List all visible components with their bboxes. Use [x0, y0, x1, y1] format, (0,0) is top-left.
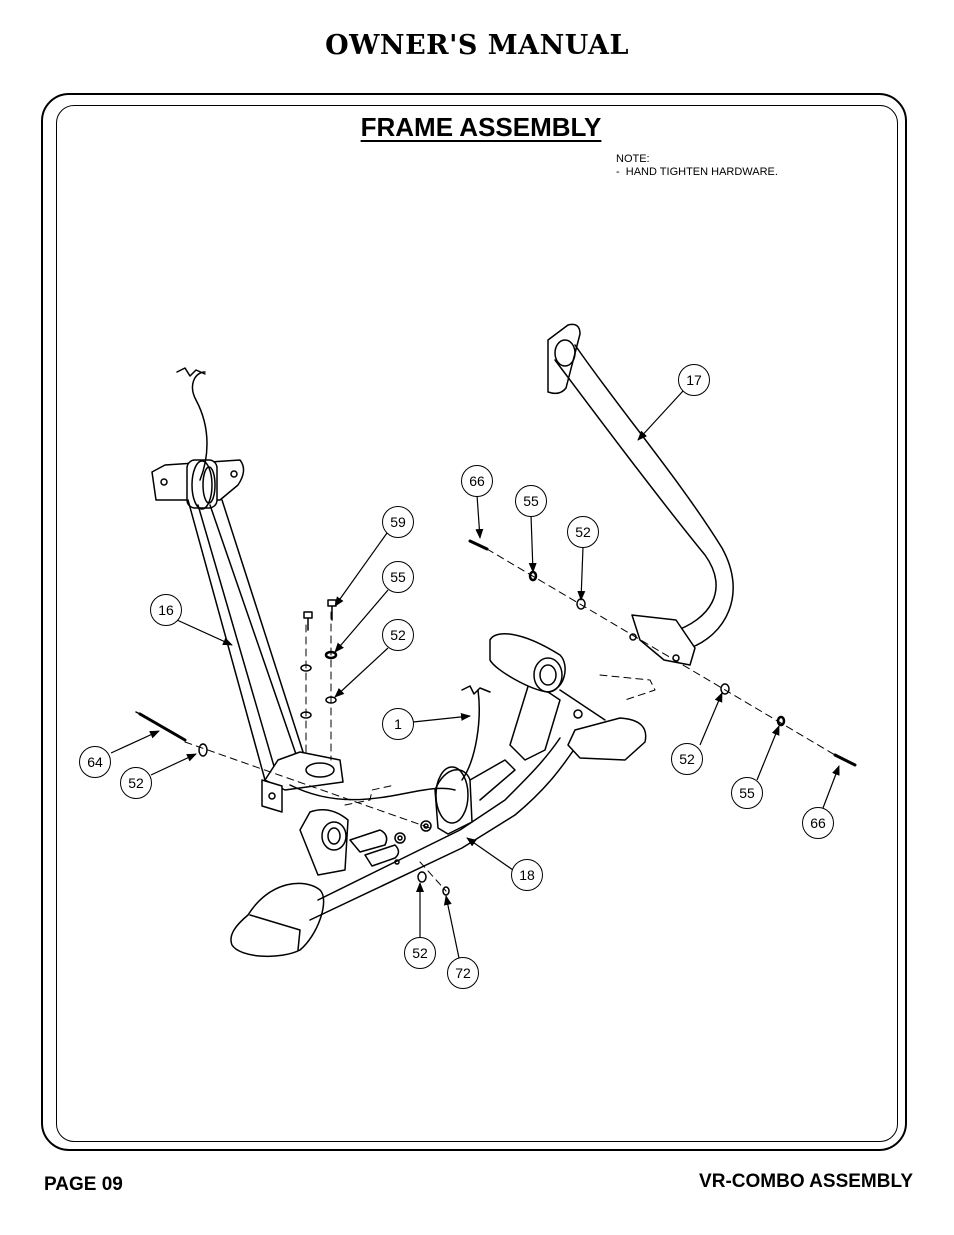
- callout-55: 55: [515, 485, 547, 517]
- hardware: [135, 539, 857, 896]
- callout-52: 52: [671, 743, 703, 775]
- page-number: PAGE 09: [44, 1174, 123, 1195]
- svg-text:64: 64: [87, 754, 103, 770]
- svg-text:72: 72: [455, 965, 471, 981]
- note-heading: NOTE:: [616, 153, 650, 165]
- inner-border: [56, 105, 898, 1142]
- assembly-name: VR-COMBO ASSEMBLY: [699, 1171, 913, 1192]
- part-17-handle: [547, 323, 734, 666]
- callout-55: 55: [382, 561, 414, 593]
- callout-52: 52: [382, 619, 414, 651]
- part-16-upright: [151, 367, 344, 813]
- callout-16: 16: [150, 594, 182, 626]
- section-title: FRAME ASSEMBLY: [360, 112, 602, 142]
- svg-text:1: 1: [394, 716, 402, 732]
- svg-text:52: 52: [575, 524, 591, 540]
- svg-text:55: 55: [390, 569, 406, 585]
- svg-text:18: 18: [519, 867, 535, 883]
- callout-59: 59: [382, 506, 414, 538]
- callout-64: 64: [79, 746, 111, 778]
- svg-text:66: 66: [810, 815, 826, 831]
- svg-text:52: 52: [128, 775, 144, 791]
- callout-55: 55: [731, 777, 763, 809]
- manual-title: OWNER'S MANUAL: [325, 30, 629, 61]
- callouts: 17 66 55 52 59 55 52 16 1 64 52 52 55 66…: [79, 364, 834, 989]
- svg-text:55: 55: [523, 493, 539, 509]
- svg-text:55: 55: [739, 785, 755, 801]
- callout-66: 66: [461, 465, 493, 497]
- callout-1: 1: [382, 708, 414, 740]
- part-18-base-frame: [230, 633, 647, 958]
- svg-text:17: 17: [686, 372, 702, 388]
- callout-17: 17: [678, 364, 710, 396]
- callout-52: 52: [404, 937, 436, 969]
- svg-text:52: 52: [679, 751, 695, 767]
- callout-66: 66: [802, 807, 834, 839]
- svg-text:52: 52: [412, 945, 428, 961]
- assembly-note: NOTE: - HAND TIGHTEN HARDWARE.: [616, 153, 778, 179]
- callout-52: 52: [120, 767, 152, 799]
- note-line: - HAND TIGHTEN HARDWARE.: [616, 166, 778, 178]
- svg-text:16: 16: [158, 602, 174, 618]
- svg-text:52: 52: [390, 627, 406, 643]
- svg-text:66: 66: [469, 473, 485, 489]
- callout-52: 52: [567, 516, 599, 548]
- outer-border: [41, 93, 907, 1151]
- callout-18: 18: [511, 859, 543, 891]
- part-1-cable: [289, 685, 491, 801]
- leader-lines: [110, 390, 840, 959]
- callout-72: 72: [447, 957, 479, 989]
- svg-text:59: 59: [390, 514, 406, 530]
- assembly-guides: [184, 548, 836, 892]
